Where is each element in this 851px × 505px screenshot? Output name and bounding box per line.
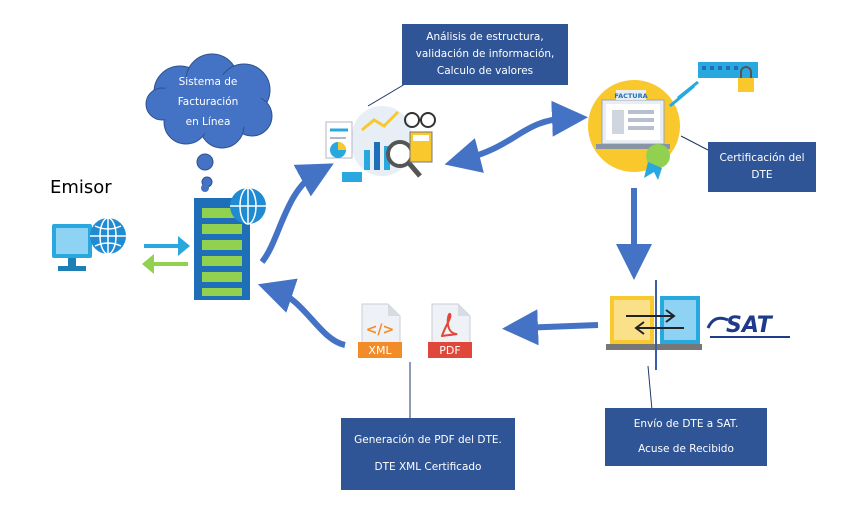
certification-callout: Certificación del DTE	[708, 142, 816, 192]
arrow-analysis-factura	[444, 100, 588, 173]
pdf-file-icon: PDF	[428, 303, 472, 358]
emisor-label: Emisor	[50, 177, 112, 198]
analysis-icon	[325, 106, 436, 182]
arrow-server-to-analysis	[259, 163, 334, 264]
server-icon	[194, 187, 266, 300]
sat-logo-text: SAT	[726, 313, 774, 338]
generation-callout: Generación de PDF del DTE. DTE XML Certi…	[341, 418, 515, 490]
secure-server-icon	[669, 62, 758, 108]
cloud-text: Sistema de Facturación en Línea	[177, 76, 239, 128]
bubble-dot-small	[201, 184, 209, 192]
invoice-certificate-icon: FACTURA	[588, 80, 680, 180]
svg-text:</>: </>	[366, 322, 395, 338]
factura-text: FACTURA	[614, 92, 647, 100]
envio-callout: Envío de DTE a SAT. Acuse de Recibido	[605, 408, 767, 466]
xml-file-icon: </> XML	[358, 303, 402, 358]
exchange-arrows-icon	[142, 236, 190, 274]
xml-text: XML	[368, 344, 392, 357]
pdf-text: PDF	[439, 344, 460, 357]
analysis-callout: Análisis de estructura, validación de in…	[402, 24, 568, 85]
arrow-sat-to-files	[502, 309, 599, 346]
sat-logo: SAT	[706, 313, 790, 338]
computer-icon	[52, 217, 126, 271]
cloud-bubble	[145, 53, 273, 188]
sat-transfer-icon	[606, 280, 702, 370]
arrow-files-to-server	[257, 278, 346, 348]
